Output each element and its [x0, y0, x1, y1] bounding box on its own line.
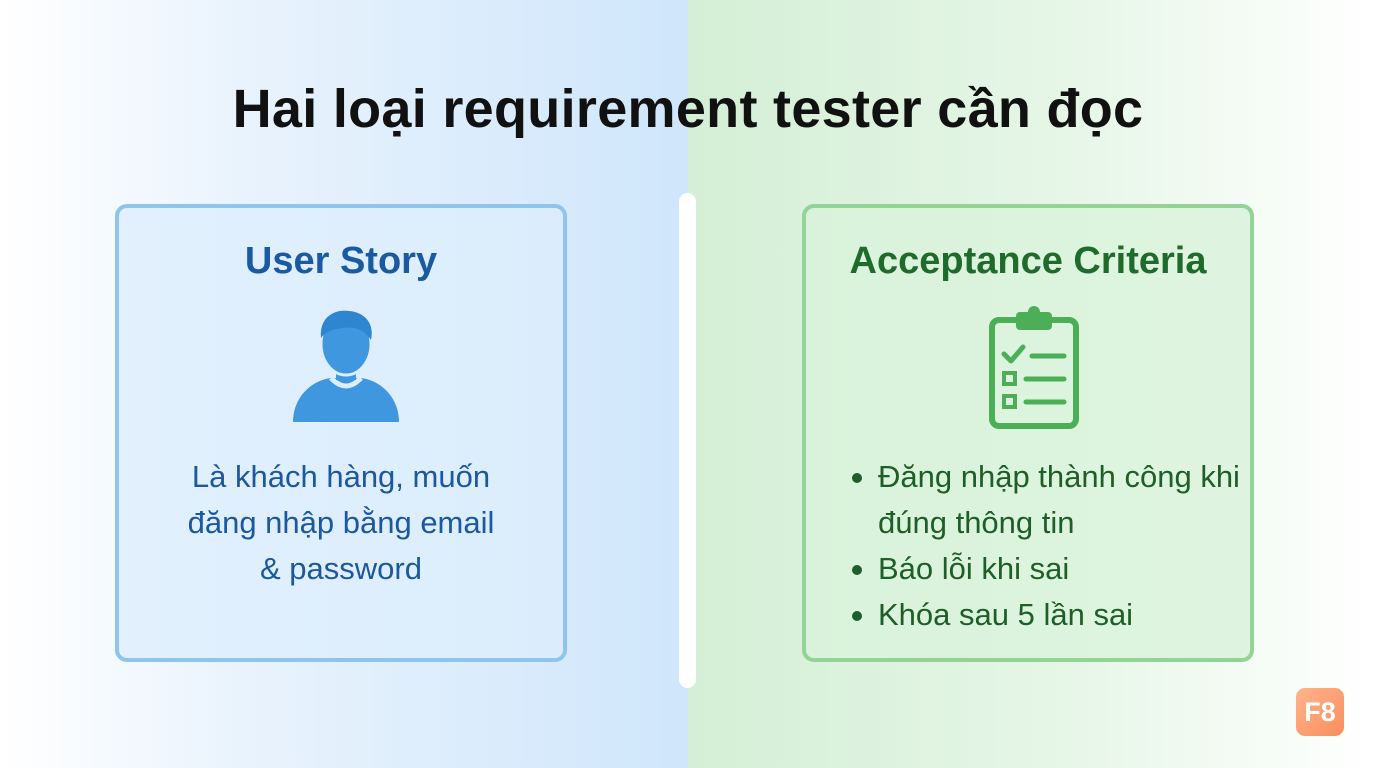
criteria-item-text: Báo lỗi khi sai [878, 551, 1070, 586]
criteria-item-text: Đăng nhập thành công khi đúng thông tin [878, 459, 1240, 540]
criteria-item-text: Khóa sau 5 lần sai [878, 597, 1134, 632]
acceptance-criteria-card: Acceptance Criteria Đăng nhập thành công… [802, 204, 1254, 662]
user-story-heading: User Story [244, 240, 438, 282]
list-item: Khóa sau 5 lần sai [850, 592, 1248, 638]
user-story-card: User Story Là khách hàng, muốn đăng nhập… [115, 204, 567, 662]
user-story-text: Là khách hàng, muốn đăng nhập bằng email… [187, 459, 495, 586]
clipboard-checklist-icon [989, 306, 1079, 429]
center-divider [679, 193, 696, 688]
acceptance-criteria-heading: Acceptance Criteria [849, 240, 1207, 282]
user-icon [293, 310, 399, 422]
f8-logo-badge: F8 [1296, 688, 1344, 736]
list-item: Đăng nhập thành công khi đúng thông tin [850, 454, 1248, 546]
page-title: Hai loại requirement tester cần đọc [232, 79, 1144, 139]
list-item: Báo lỗi khi sai [850, 546, 1248, 592]
acceptance-criteria-list: Đăng nhập thành công khi đúng thông tin … [850, 454, 1248, 638]
